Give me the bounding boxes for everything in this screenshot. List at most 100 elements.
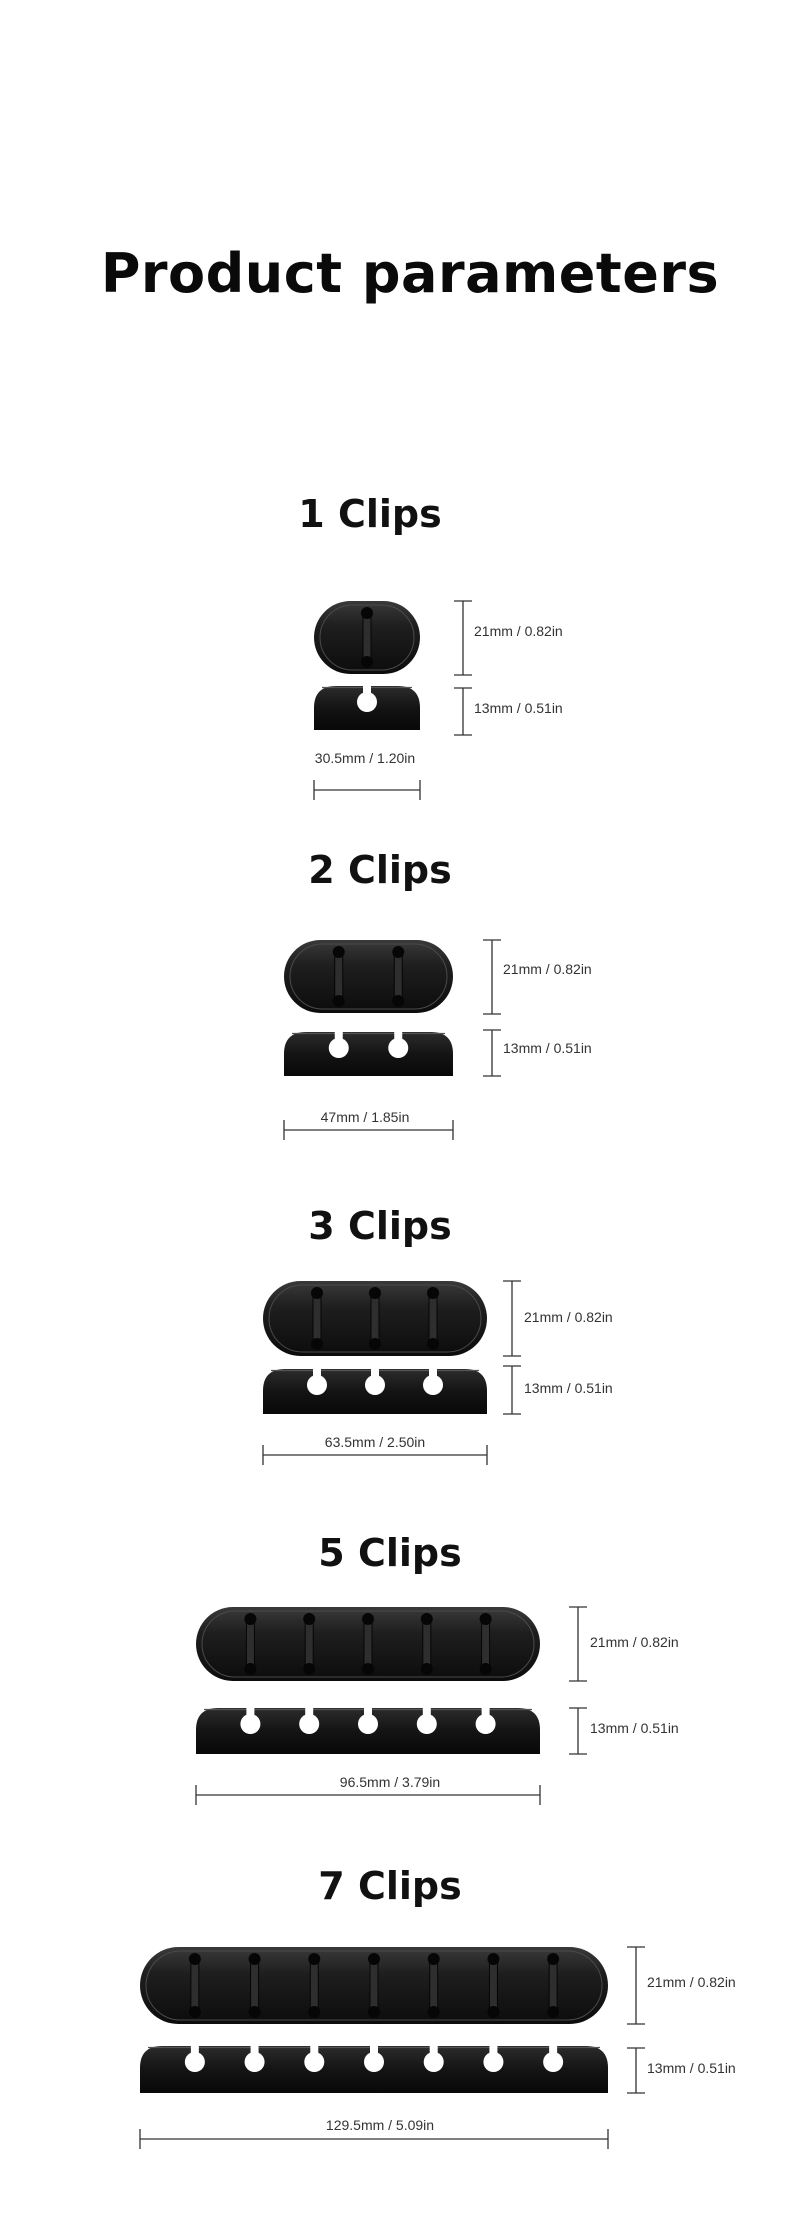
height-bottom-label: 13mm / 0.51in xyxy=(474,700,563,716)
clip-side-hole xyxy=(543,2052,564,2072)
width-label: 63.5mm / 2.50in xyxy=(324,1434,426,1450)
clip-slot-top xyxy=(303,1613,316,1625)
clip-slot-rib xyxy=(422,1616,432,1672)
clip-side-hole xyxy=(364,2052,384,2072)
clip-slot-top xyxy=(547,1953,560,1965)
clip-side-notch xyxy=(305,1707,314,1717)
clip-slot-rib xyxy=(429,1956,439,2015)
clip-side-notch xyxy=(246,1707,255,1717)
clip-slot-rib xyxy=(548,1956,558,2015)
clip-slot-bottom xyxy=(427,2006,440,2018)
clip-side-hole xyxy=(423,1375,443,1395)
clip-slot-bottom xyxy=(244,1663,257,1675)
height-top-label: 21mm / 0.82in xyxy=(524,1309,613,1325)
clip-slot-bottom xyxy=(308,2006,321,2018)
clip-slot-bottom xyxy=(479,1663,492,1675)
clip-slot-top xyxy=(308,1953,321,1965)
clip-slot-top xyxy=(248,1953,261,1965)
height-top-label: 21mm / 0.82in xyxy=(590,1634,679,1650)
clip-slot-bottom xyxy=(420,1663,433,1675)
clip-slot-top xyxy=(244,1613,257,1625)
clip-slot-rib xyxy=(369,1956,379,2015)
clip-top-highlight xyxy=(268,1284,482,1353)
clip-side-notch xyxy=(489,2045,498,2055)
clip-side-hole xyxy=(358,1714,378,1734)
clip-slot-bottom xyxy=(392,995,405,1007)
height-top-label: 21mm / 0.82in xyxy=(503,961,592,977)
clip-slot-bottom xyxy=(487,2006,500,2018)
clip-top-highlight xyxy=(289,943,448,1010)
height-bottom-label: 13mm / 0.51in xyxy=(524,1380,613,1396)
clip-top-highlight xyxy=(201,1610,535,1678)
clip-side-notch xyxy=(334,1031,343,1041)
clip-slot-rib xyxy=(245,1616,255,1672)
section-title-2-clips: 2 Clips xyxy=(308,848,452,892)
clip-side-notch xyxy=(313,1368,321,1378)
clip-slot-rib xyxy=(488,1956,498,2015)
clip-slot-bottom xyxy=(427,1338,439,1350)
clip-top-view xyxy=(284,940,453,1013)
clip-slot-top xyxy=(420,1613,433,1625)
clip-side-hole xyxy=(184,2052,205,2072)
clip-side-hole xyxy=(388,1038,409,1058)
clip-slot-bottom xyxy=(248,2006,261,2018)
clip-side-view xyxy=(284,1032,453,1076)
width-label: 96.5mm / 3.79in xyxy=(339,1774,441,1790)
clip-side-notch xyxy=(364,1707,372,1717)
clip-slot-top xyxy=(392,946,405,958)
height-top-label: 21mm / 0.82in xyxy=(647,1974,736,1990)
clip-side-hole xyxy=(328,1038,349,1058)
section-title-1-clips: 1 Clips xyxy=(298,492,442,536)
clip-side-notch xyxy=(363,685,371,695)
clip-top-highlight xyxy=(319,604,415,671)
clip-side-notch xyxy=(190,2045,199,2055)
section-title-5-clips: 5 Clips xyxy=(318,1531,462,1575)
clip-side-hole xyxy=(299,1714,320,1734)
clip-side-hole xyxy=(365,1375,385,1395)
width-label: 47mm / 1.85in xyxy=(320,1109,410,1125)
width-label: 129.5mm / 5.09in xyxy=(325,2117,435,2133)
clip-slot-top xyxy=(487,1953,500,1965)
clip-slot-top xyxy=(311,1287,323,1299)
clip-side-notch xyxy=(371,1368,379,1378)
width-label: 30.5mm / 1.20in xyxy=(314,750,416,766)
clip-slot-rib xyxy=(304,1616,314,1672)
clip-slot-bottom xyxy=(368,2006,380,2018)
clip-side-hole xyxy=(304,2052,325,2072)
clip-slot-rib xyxy=(428,1290,438,1347)
clip-slot-rib xyxy=(363,1616,373,1672)
clip-side-hole xyxy=(483,2052,504,2072)
clip-side-notch xyxy=(429,2045,438,2055)
clip-side-hole xyxy=(244,2052,265,2072)
clip-side-notch xyxy=(481,1707,490,1717)
clip-side-hole xyxy=(416,1714,437,1734)
clip-side-hole xyxy=(423,2052,444,2072)
clip-slot-rib xyxy=(481,1616,491,1672)
clip-side-notch xyxy=(394,1031,403,1041)
clip-slot-rib xyxy=(309,1956,319,2015)
clip-side-notch xyxy=(429,1368,437,1378)
clip-slot-rib xyxy=(190,1956,200,2015)
clip-slot-top xyxy=(361,607,373,619)
page-title: Product parameters xyxy=(100,242,720,305)
height-bottom-label: 13mm / 0.51in xyxy=(647,2060,736,2076)
height-top-label: 21mm / 0.82in xyxy=(474,623,563,639)
clip-slot-bottom xyxy=(332,995,345,1007)
clip-slot-bottom xyxy=(362,1663,374,1675)
clip-side-hole xyxy=(357,692,377,712)
clip-slot-bottom xyxy=(311,1338,323,1350)
clip-slot-bottom xyxy=(369,1338,381,1350)
clip-slot-rib xyxy=(312,1290,322,1347)
clip-slot-top xyxy=(479,1613,492,1625)
clip-slot-top xyxy=(362,1613,374,1625)
clip-side-hole xyxy=(475,1714,496,1734)
clip-side-notch xyxy=(250,2045,259,2055)
clip-slot-bottom xyxy=(361,656,373,668)
clip-slot-bottom xyxy=(188,2006,201,2018)
clip-side-hole xyxy=(240,1714,261,1734)
clip-slot-bottom xyxy=(303,1663,316,1675)
clip-slot-bottom xyxy=(547,2006,560,2018)
height-bottom-label: 13mm / 0.51in xyxy=(590,1720,679,1736)
clip-slot-top xyxy=(427,1953,440,1965)
